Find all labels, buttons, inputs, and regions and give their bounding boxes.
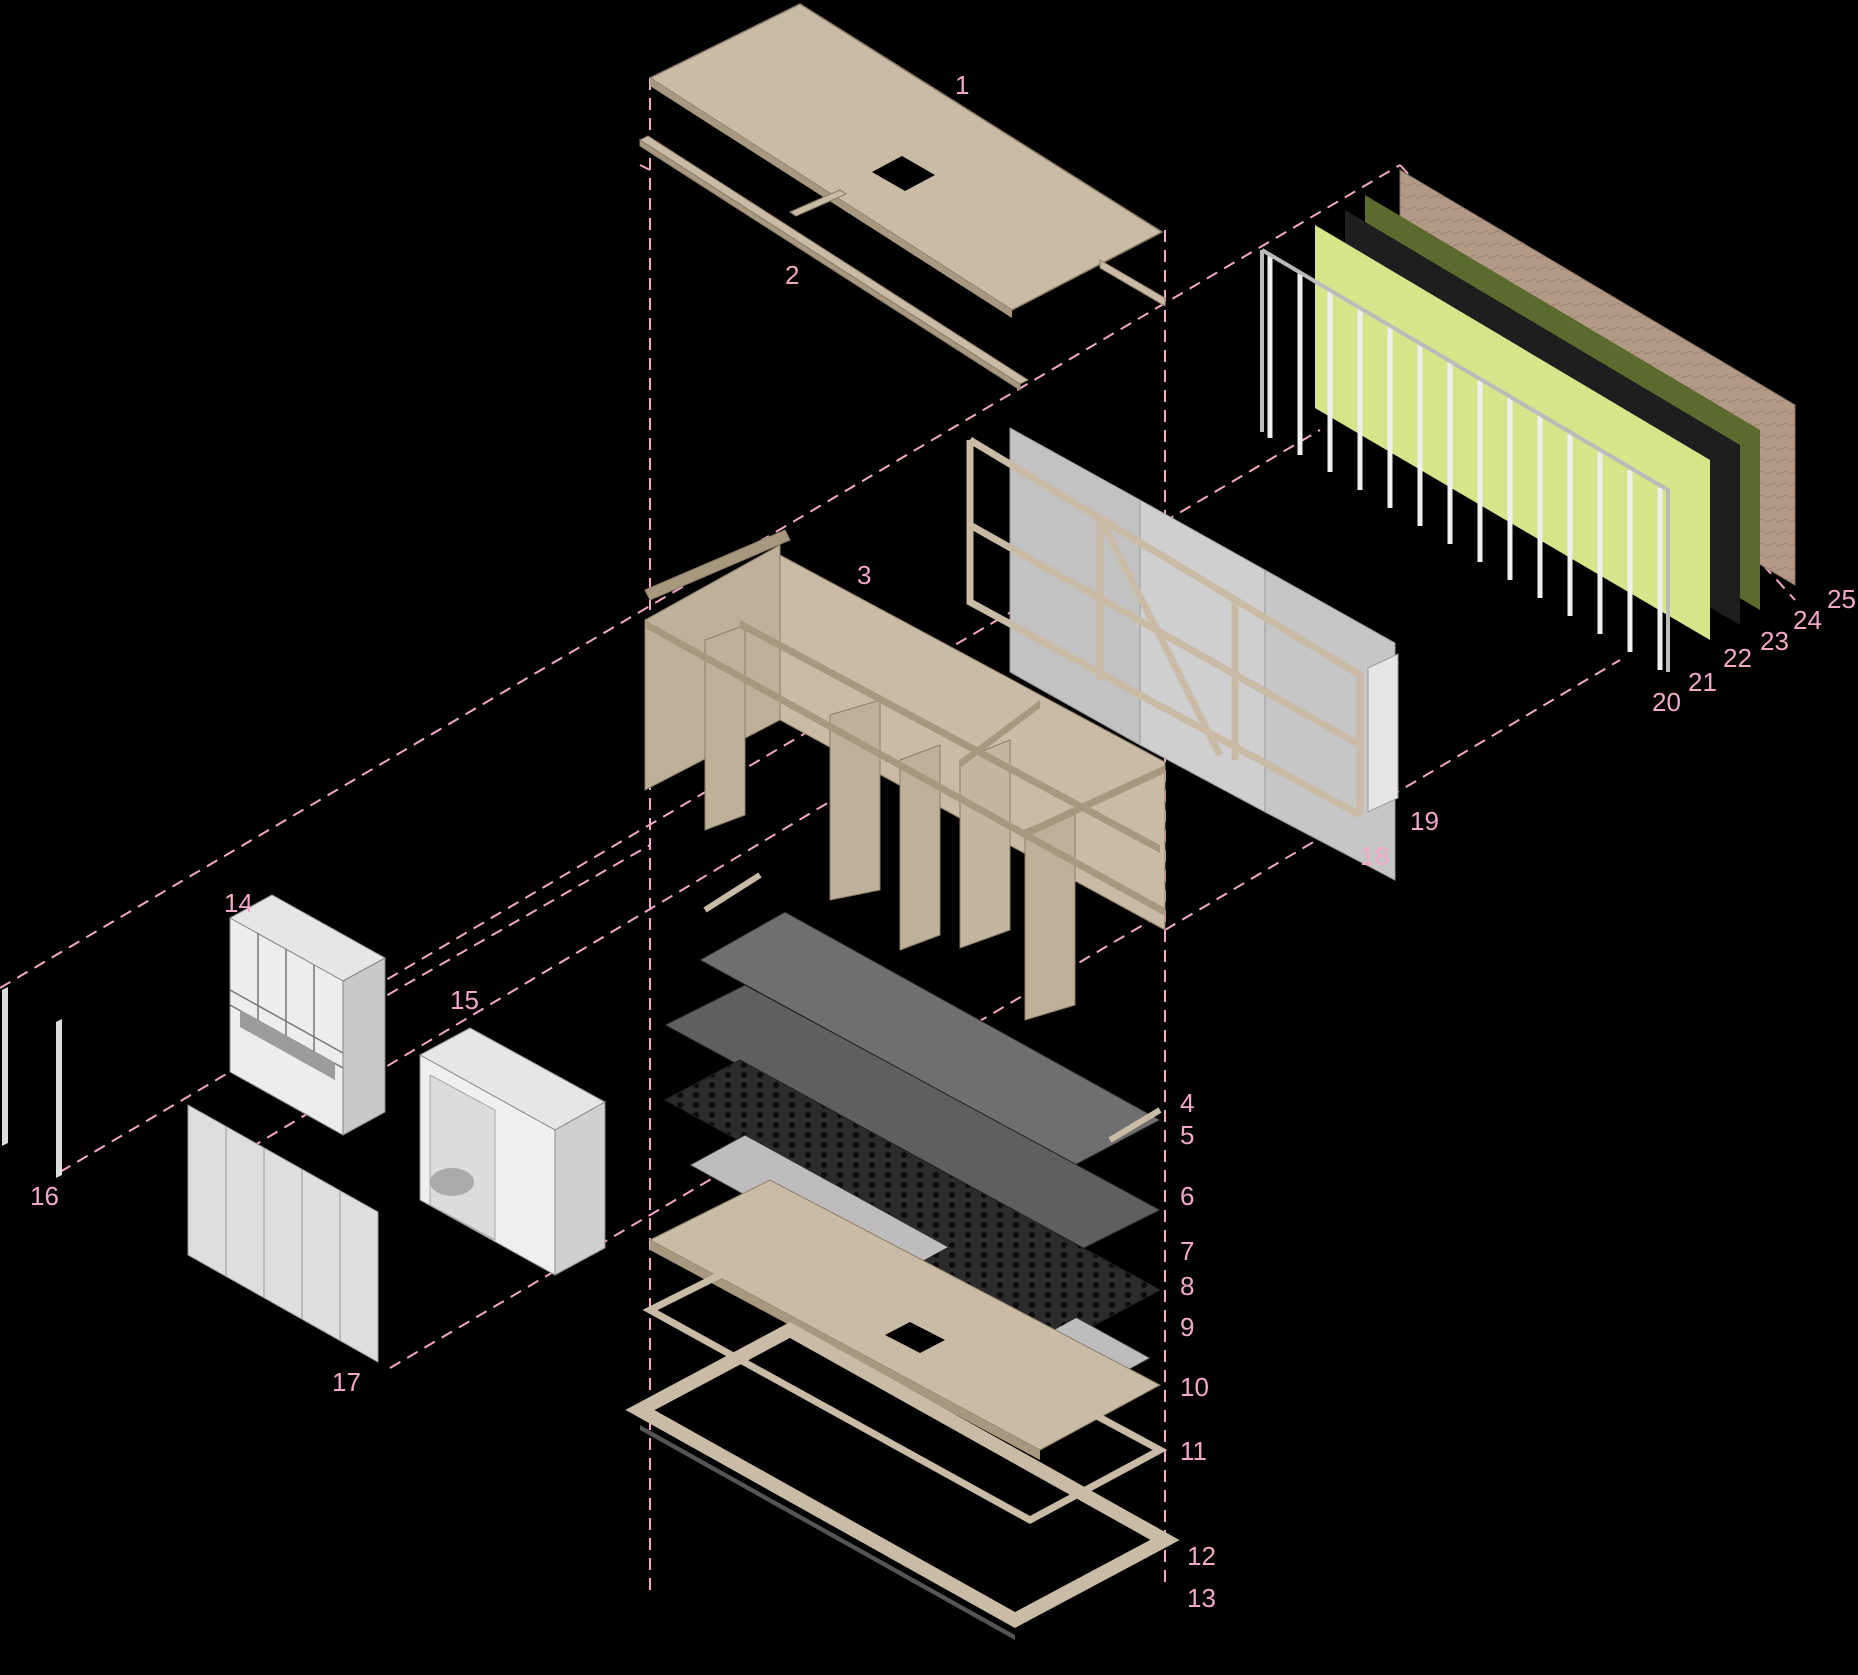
label-3: 3 xyxy=(857,560,872,590)
label-2: 2 xyxy=(785,260,800,290)
label-5: 5 xyxy=(1180,1120,1195,1150)
label-17: 17 xyxy=(332,1367,361,1397)
label-22: 22 xyxy=(1723,643,1752,673)
label-23: 23 xyxy=(1760,626,1789,656)
label-4: 4 xyxy=(1180,1088,1195,1118)
label-13: 13 xyxy=(1187,1583,1216,1613)
bathroom-module xyxy=(418,1027,607,1276)
wardrobe-panels xyxy=(187,1104,379,1363)
label-1: 1 xyxy=(955,70,970,100)
label-25: 25 xyxy=(1827,584,1856,614)
label-12: 12 xyxy=(1187,1541,1216,1571)
label-6: 6 xyxy=(1180,1181,1195,1211)
label-24: 24 xyxy=(1793,605,1822,635)
floor-frame xyxy=(642,1241,1168,1524)
wall-buildup-layers xyxy=(1260,169,1796,672)
label-19: 19 xyxy=(1410,806,1439,836)
toilet xyxy=(430,1168,474,1196)
label-11: 11 xyxy=(1180,1436,1207,1466)
plywood-walls xyxy=(644,529,1166,1021)
label-14: 14 xyxy=(224,888,253,918)
kitchen-module xyxy=(228,894,387,1136)
label-7: 7 xyxy=(1180,1236,1195,1266)
label-8: 8 xyxy=(1180,1271,1195,1301)
label-18: 18 xyxy=(1360,841,1389,871)
label-21: 21 xyxy=(1688,667,1717,697)
screen-panels xyxy=(2,987,62,1178)
roof-opening xyxy=(872,156,935,191)
label-10: 10 xyxy=(1180,1372,1209,1402)
label-20: 20 xyxy=(1652,687,1681,717)
base-frame xyxy=(625,1322,1180,1640)
steel-studs xyxy=(1267,255,1663,670)
label-15: 15 xyxy=(450,985,479,1015)
label-16: 16 xyxy=(30,1181,59,1211)
timber-frame-assembly xyxy=(966,427,1399,881)
roof-beams xyxy=(638,135,1166,391)
roof-panel xyxy=(648,3,1164,318)
label-9: 9 xyxy=(1180,1312,1195,1342)
